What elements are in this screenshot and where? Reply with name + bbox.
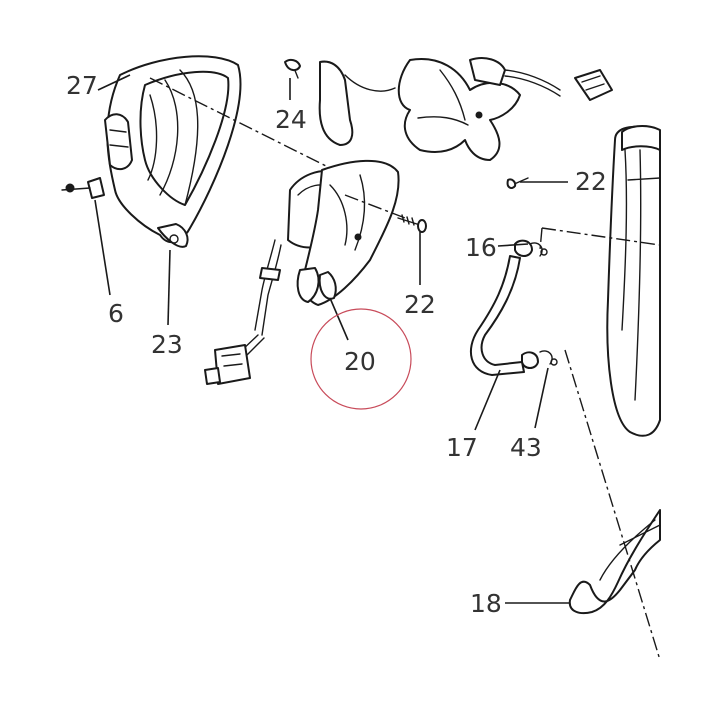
callout-22-lower: 22 <box>404 290 436 319</box>
clamp-part-43 <box>539 350 558 366</box>
coolant-reservoir <box>606 125 661 437</box>
callout-20: 20 <box>344 347 376 376</box>
callout-22-upper: 22 <box>575 167 607 196</box>
callout-43: 43 <box>510 433 542 462</box>
upper-fan-assembly <box>284 57 613 189</box>
bracket-part-18 <box>568 509 661 615</box>
callout-24: 24 <box>275 105 307 134</box>
assembly-axis-lines <box>149 77 661 661</box>
callout-23: 23 <box>151 330 183 359</box>
leader-lines <box>94 74 570 604</box>
callout-6: 6 <box>108 299 124 328</box>
callout-16: 16 <box>465 233 497 262</box>
highlight-circle <box>310 308 412 410</box>
callout-27: 27 <box>66 71 98 100</box>
screw-part-22-lower <box>397 214 427 233</box>
fan-motor-part-20 <box>204 159 400 385</box>
callout-17: 17 <box>446 433 478 462</box>
callout-18: 18 <box>470 589 502 618</box>
clamp-part-16 <box>529 242 548 257</box>
fan-shroud-part-23 <box>61 55 242 248</box>
